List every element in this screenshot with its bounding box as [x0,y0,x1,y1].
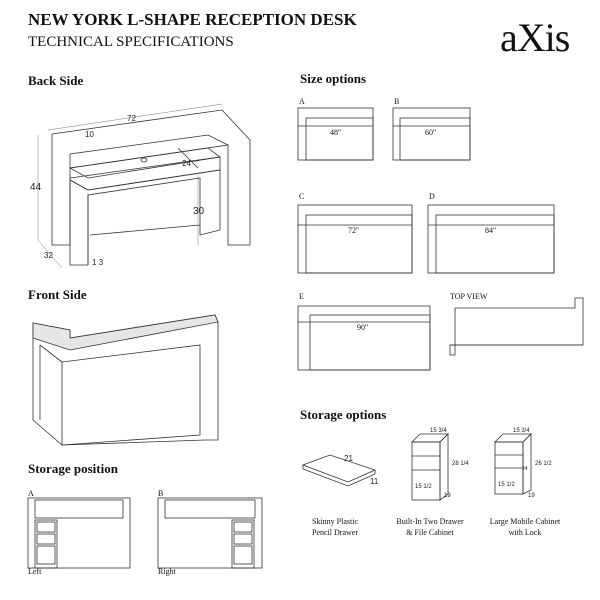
size-a-letter: A [299,97,305,106]
caption-line: Built-In Two Drawer [396,517,464,526]
storage-option-drawings: 21 11 15 3/4 28 1/4 15 1/2 19 15 3/4 26 … [301,428,552,501]
document-title: NEW YORK L-SHAPE RECEPTION DESK [28,10,357,29]
storage-option-caption: Large Mobile Cabinet with Lock [475,516,575,538]
size-d-letter: D [429,192,435,201]
dim-mobile-height: 26 1/2 [535,461,552,467]
storage-options-heading: Storage options [300,407,387,422]
back-side-drawing: 72 10 24 44 30 32 1 3 [30,103,251,269]
dim-drawer-depth: 11 [370,477,379,486]
storage-position-b-label: Right [158,567,176,576]
storage-position-b-letter: B [158,489,164,498]
size-b-letter: B [394,97,400,106]
dim-top-depth: 10 [85,130,94,139]
size-e-value: 90'' [357,323,368,332]
top-view-shape [449,297,584,356]
dim-toe: 1 3 [92,258,104,267]
dim-cabinet-height: 28 1/4 [452,461,469,467]
document-subtitle: TECHNICAL SPECIFICATIONS [28,34,234,50]
caption-line: Pencil Drawer [312,528,358,537]
front-side-drawing [32,314,219,446]
dim-desk-depth: 24 [182,159,191,168]
caption-line: with Lock [508,528,542,537]
top-view-label: TOP VIEW [450,292,488,301]
front-side-heading: Front Side [28,287,87,302]
storage-position-drawings [27,497,263,569]
dim-mobile-depth: 19 [528,493,535,499]
dim-mobile-drawer: 15 1/2 [498,482,515,488]
size-c-value: 72'' [348,226,359,235]
dim-drawer-width: 21 [344,454,353,463]
brand-logo: aXis [500,15,570,60]
size-options-heading: Size options [300,71,367,86]
storage-option-caption: Skinny Plastic Pencil Drawer [285,516,385,538]
dim-depth: 32 [44,251,53,260]
size-option-boxes [297,107,584,371]
dim-mobile-width: 15 3/4 [513,428,530,434]
size-b-value: 60'' [425,128,436,137]
dim-mobile-inner: 24 [522,466,528,472]
size-c-letter: C [299,192,305,201]
size-a-value: 48'' [330,128,341,137]
back-side-heading: Back Side [28,73,84,88]
storage-position-heading: Storage position [28,461,118,476]
storage-position-a-letter: A [28,489,34,498]
dim-width: 72 [127,114,136,123]
dim-cabinet-inner: 15 1/2 [415,484,432,490]
storage-position-a-label: Left [28,567,42,576]
size-e-letter: E [299,292,304,301]
dim-desk-height: 30 [193,206,205,217]
dim-cabinet-width: 15 3/4 [430,428,447,434]
caption-line: Skinny Plastic [311,517,358,526]
dim-cabinet-depth: 19 [444,493,451,499]
size-d-value: 84'' [485,226,496,235]
storage-option-caption: Built-In Two Drawer & File Cabinet [380,516,480,538]
dim-height: 44 [30,182,42,193]
caption-line: Large Mobile Cabinet [489,517,561,526]
caption-line: & File Cabinet [406,528,454,537]
